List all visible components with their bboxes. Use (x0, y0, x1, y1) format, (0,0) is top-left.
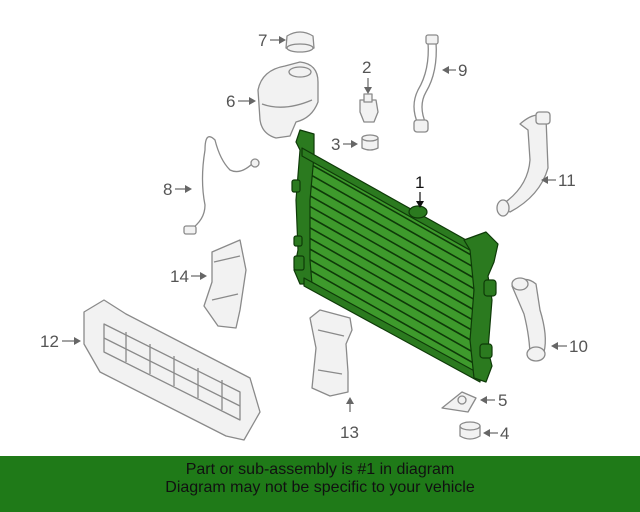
callout-6-label: 6 (226, 92, 235, 111)
callout-13: 13 (340, 397, 359, 442)
radiator-fin (307, 247, 475, 343)
radiator-fin (307, 204, 475, 301)
part-10-lower-hose[interactable] (511, 277, 546, 362)
callout-8-label: 8 (163, 180, 172, 199)
part-1-radiator[interactable] (291, 129, 499, 383)
callout-8: 8 (163, 180, 192, 199)
radiator-fin (307, 161, 475, 258)
callout-13-label: 13 (340, 423, 359, 442)
callout-7: 7 (258, 31, 286, 50)
callout-1-label: 1 (415, 173, 424, 192)
callout-5: 5 (480, 391, 507, 410)
part-13-air-guide[interactable] (309, 309, 353, 397)
callout-9: 9 (442, 61, 467, 80)
radiator-fins (307, 161, 475, 365)
callout-12-label: 12 (40, 332, 59, 351)
callout-10-label: 10 (569, 337, 588, 356)
parts-diagram: 7 6 2 3 9 (40, 31, 588, 443)
callout-10: 10 (551, 337, 588, 356)
radiator-fin (307, 268, 475, 365)
radiator-fin (307, 215, 475, 311)
callout-4-label: 4 (500, 424, 509, 443)
callout-7-label: 7 (258, 31, 267, 50)
part-12-support-frame[interactable] (83, 299, 261, 441)
callout-2: 2 (362, 58, 372, 94)
callout-1: 1 (415, 173, 424, 208)
part-8-sensor-harness[interactable] (183, 136, 260, 235)
callout-4: 4 (483, 424, 509, 443)
callout-2-label: 2 (362, 58, 371, 77)
banner-line-2: Diagram may not be specific to your vehi… (165, 479, 475, 496)
part-11-upper-hose[interactable] (496, 111, 551, 217)
callout-11: 11 (541, 171, 576, 190)
radiator-fin (307, 236, 475, 333)
radiator-fin (307, 183, 475, 279)
callout-5-label: 5 (498, 391, 507, 410)
part-4-mount[interactable] (459, 421, 481, 440)
callout-3-label: 3 (331, 135, 340, 154)
radiator-fin (307, 257, 475, 354)
callout-12: 12 (40, 332, 81, 351)
radiator-fin (307, 172, 475, 269)
callout-14-label: 14 (170, 267, 189, 286)
part-7-cap[interactable] (285, 31, 315, 53)
part-3-grommet[interactable] (361, 134, 379, 151)
callout-3: 3 (331, 135, 358, 154)
callout-9-label: 9 (458, 61, 467, 80)
callout-14: 14 (170, 267, 207, 286)
radiator-fin (307, 225, 475, 322)
banner-line-1: Part or sub-assembly is #1 in diagram (185, 461, 455, 478)
callout-11-label: 11 (558, 171, 576, 190)
part-14-deflector[interactable] (203, 239, 247, 329)
part-6-expansion-tank[interactable] (257, 61, 319, 139)
part-9-hose[interactable] (413, 34, 439, 133)
radiator-fin (307, 193, 475, 290)
part-5-bracket[interactable] (441, 391, 477, 413)
part-2-clip[interactable] (359, 93, 379, 123)
info-banner: Part or sub-assembly is #1 in diagram Di… (0, 456, 640, 512)
callout-6: 6 (226, 92, 256, 111)
